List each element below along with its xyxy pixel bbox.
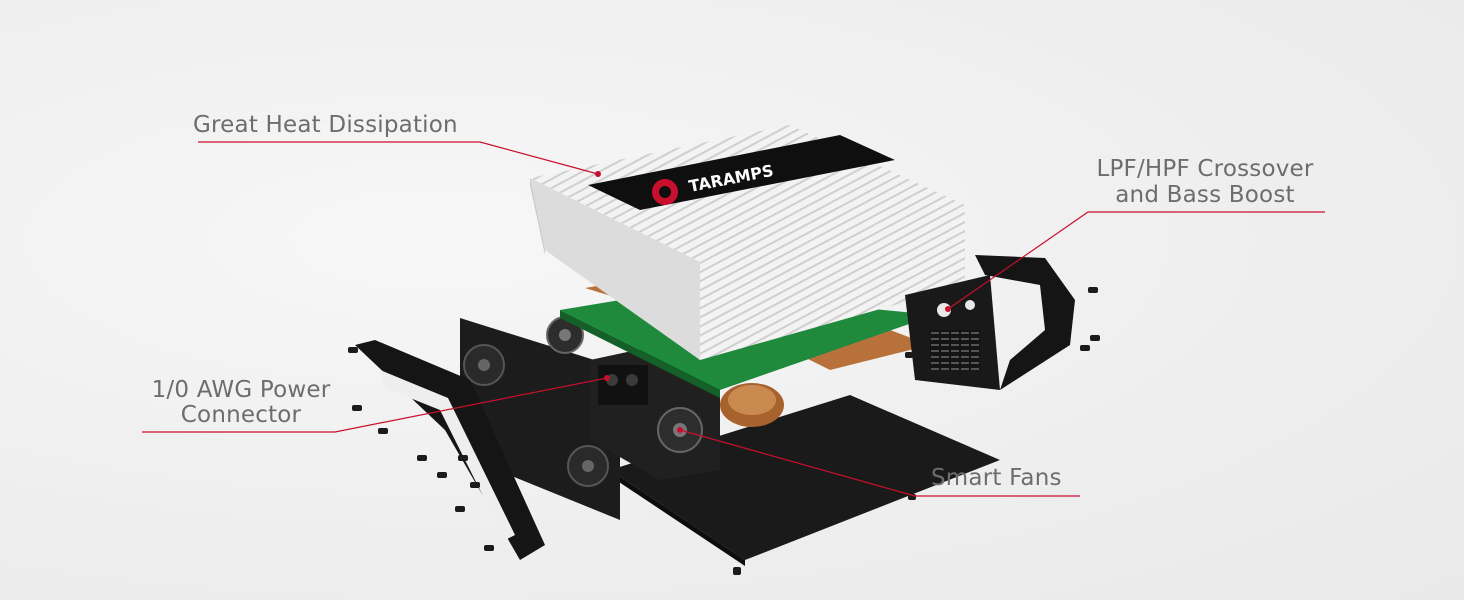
callout-lines — [142, 141, 1325, 497]
power-callout-line — [142, 377, 608, 433]
fans-callout-line — [679, 429, 1080, 497]
right-bracket — [975, 255, 1075, 390]
power-connector-text-line2: Connector — [180, 402, 302, 428]
screws — [348, 287, 1100, 575]
power-connector-block — [598, 365, 648, 405]
copper-pads-front — [790, 330, 930, 370]
crossover-callout-line — [947, 211, 1325, 310]
crossover-label: LPF/HPF Crossover and Bass Boost — [1080, 157, 1330, 207]
crossover-text-line1: LPF/HPF Crossover — [1096, 156, 1314, 182]
coil — [720, 383, 784, 427]
callout-dots — [595, 171, 951, 433]
power-connector-label: 1/0 AWG Power Connector — [132, 378, 350, 427]
bottom-plate — [610, 395, 1000, 560]
crossover-text-line2: and Bass Boost — [1115, 182, 1295, 208]
heat-dissipation-label: Great Heat Dissipation — [193, 113, 458, 137]
heatsink-front — [700, 205, 965, 360]
smart-fans-label: Smart Fans — [931, 466, 1062, 490]
heatsink-end — [530, 178, 700, 360]
heat-callout-line — [198, 141, 599, 175]
smart-fans-text: Smart Fans — [931, 465, 1062, 491]
power-connector-text-line1: 1/0 AWG Power — [151, 377, 331, 403]
heat-dissipation-text: Great Heat Dissipation — [193, 112, 458, 138]
